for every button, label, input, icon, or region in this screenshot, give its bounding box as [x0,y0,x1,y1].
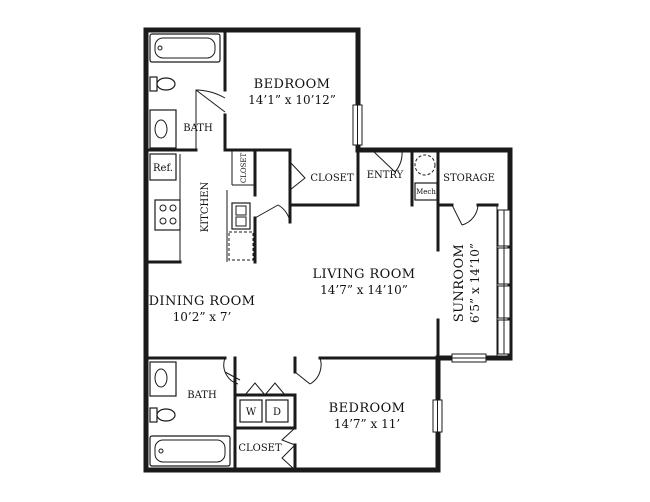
labels: BEDROOM 14’1” x 10’12” BATH Ref. CLOSET … [149,77,495,454]
washer-label: W [246,407,257,418]
storage-name: STORAGE [443,173,495,184]
bedroom-bottom-size: 14’7” x 11’ [334,417,400,431]
kitchen-closet-label: CLOSET [240,153,248,184]
living-size: 14’7” x 14’10” [320,283,408,297]
toilet-bottom [149,407,176,423]
sunroom-name: SUNROOM [452,244,467,322]
closet-bottom-name: CLOSET [238,443,282,454]
dryer [265,399,289,423]
mech-box [414,182,438,201]
range [154,199,181,231]
toilet-top [149,76,176,92]
dryer-label: D [273,407,281,418]
bedroom-top-name: BEDROOM [254,77,331,92]
kitchen-sink [231,202,251,230]
interior-walls [144,28,499,472]
sink-bottom [149,361,177,397]
water-heater [414,154,436,176]
living-name: LIVING ROOM [313,267,416,282]
kitchen-name: KITCHEN [200,181,211,232]
refrigerator [149,153,177,181]
dishwasher [228,231,254,261]
dining-size: 10’2” x 7’ [173,310,232,324]
ref-label: Ref. [153,163,173,174]
bathtub-top [149,33,221,63]
bath-top-name: BATH [183,123,213,134]
mech-label: Mech [416,188,436,196]
dining-name: DINING ROOM [149,294,256,309]
entry-name: ENTRY [367,170,404,181]
bedroom-top-size: 14’1” x 10’12” [248,93,336,107]
bedroom-bottom-name: BEDROOM [329,401,406,416]
bathtub-bottom [149,435,231,467]
washer [239,399,263,423]
fixtures [149,33,438,467]
closet-mid-name: CLOSET [310,173,354,184]
bath-bottom-name: BATH [187,390,217,401]
sunroom-size: 6’5” x 14’10” [468,243,482,323]
sink-top [149,109,177,149]
windows [352,104,511,433]
doors [195,89,479,471]
